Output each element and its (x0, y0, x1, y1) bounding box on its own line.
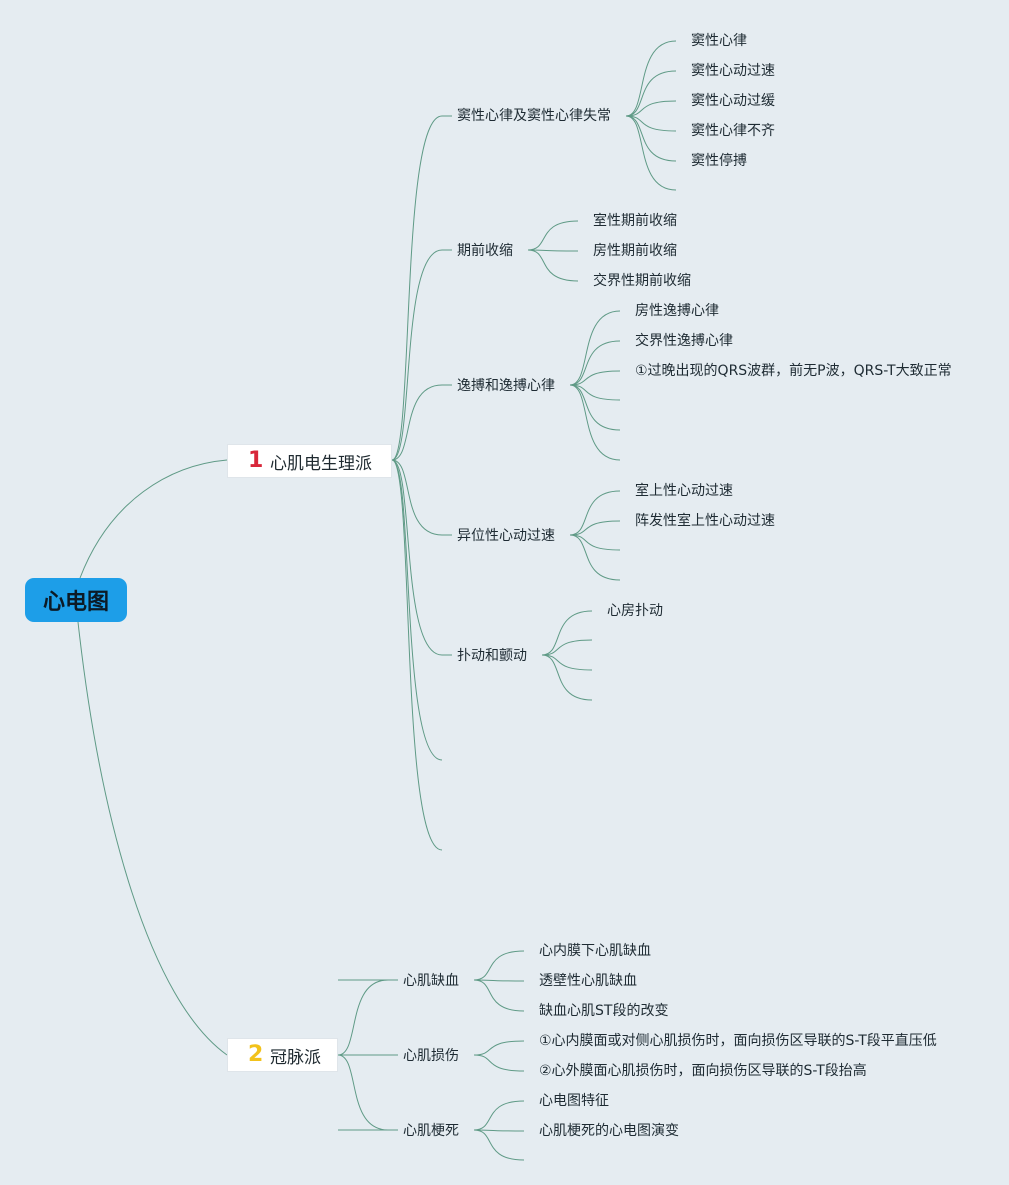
leaf-sinus-tachycardia[interactable]: 窦性心动过速 (691, 60, 775, 82)
connector-leaf (625, 70, 677, 117)
connector-leaf (541, 610, 593, 656)
connector-leaf (473, 1129, 525, 1132)
leaf-atrial-premature[interactable]: 房性期前收缩 (593, 240, 677, 262)
connector-leaf (625, 115, 677, 162)
connector-leaf (527, 220, 579, 251)
connector-branch1-sinus (391, 115, 443, 461)
connector-leaf (473, 979, 525, 982)
subtopic-escape[interactable]: 逸搏和逸搏心律 (457, 378, 555, 394)
leaf-st-elevation[interactable]: ②心外膜面心肌损伤时，面向损伤区导联的S-T段抬高 (539, 1060, 867, 1082)
leaf-svt[interactable]: 室上性心动过速 (635, 480, 733, 502)
connector-leaf (625, 115, 677, 132)
branch-node-2[interactable]: 2 冠脉派 (227, 1038, 338, 1072)
subtopic-ischemia[interactable]: 心肌缺血 (403, 973, 459, 989)
leaf-st-change[interactable]: 缺血心肌ST段的改变 (539, 1000, 669, 1022)
connector-branch1-flutter (391, 459, 443, 656)
subtopic-tachycardia[interactable]: 异位性心动过速 (457, 528, 555, 544)
connector-leaf (473, 1054, 525, 1072)
connector-leaf (569, 310, 621, 386)
branch-label-2: 冠脉派 (270, 1047, 321, 1068)
connector-leaf (625, 100, 677, 117)
connector-leaf (569, 534, 621, 581)
leaf-sinus-arrhythmia[interactable]: 窦性心律不齐 (691, 120, 775, 142)
subtopic-sinus[interactable]: 窦性心律及窦性心律失常 (457, 108, 611, 124)
subtopic-premature[interactable]: 期前收缩 (457, 243, 513, 259)
connector-leaf (473, 950, 525, 981)
leaf-junctional-premature[interactable]: 交界性期前收缩 (593, 270, 691, 292)
leaf-transmural-ischemia[interactable]: 透壁性心肌缺血 (539, 970, 637, 992)
connector-leaf (569, 384, 621, 401)
leaf-sinus-rhythm[interactable]: 窦性心律 (691, 30, 747, 52)
subtopic-injury[interactable]: 心肌损伤 (403, 1048, 459, 1064)
leaf-psvt[interactable]: 阵发性室上性心动过速 (635, 510, 775, 532)
leaf-junctional-escape[interactable]: 交界性逸搏心律 (635, 330, 733, 352)
connector-branch2 (337, 1054, 389, 1131)
connector-leaf (473, 1129, 525, 1161)
connector-root-branch2 (77, 621, 228, 1056)
connector-leaf (569, 384, 621, 461)
connector-root-branch1 (79, 459, 228, 579)
connector-branch2 (337, 979, 389, 1056)
connector-leaf (569, 520, 621, 536)
leaf-ecg-evolution[interactable]: 心肌梗死的心电图演变 (539, 1120, 679, 1142)
leaf-ventricular-premature[interactable]: 室性期前收缩 (593, 210, 677, 232)
leaf-ecg-features[interactable]: 心电图特征 (539, 1090, 609, 1112)
connector-branch1-tachycardia (391, 459, 443, 536)
subtopic-infarction[interactable]: 心肌梗死 (403, 1123, 459, 1139)
number-badge-2: 2 (248, 1042, 264, 1067)
branch-node-1[interactable]: 1 心肌电生理派 (227, 444, 392, 478)
connector-branch1-premature (391, 249, 443, 461)
connector-leaf (473, 1100, 525, 1131)
branch-label-1: 心肌电生理派 (270, 453, 372, 474)
connector-branch1-empty-b (391, 459, 443, 851)
leaf-late-qrs[interactable]: ①过晚出现的QRS波群，前无P波，QRS-T大致正常 (635, 360, 952, 382)
connector-leaf (541, 639, 593, 656)
connector-leaf (569, 370, 621, 386)
connector-branch1-empty-a (391, 459, 443, 761)
leaf-subendocardial-ischemia[interactable]: 心内膜下心肌缺血 (539, 940, 651, 962)
connector-leaf (625, 40, 677, 117)
connector-leaf (569, 384, 621, 431)
connector-leaf (569, 490, 621, 536)
leaf-atrial-escape[interactable]: 房性逸搏心律 (635, 300, 719, 322)
leaf-sinus-bradycardia[interactable]: 窦性心动过缓 (691, 90, 775, 112)
connector-leaf (473, 979, 525, 1012)
connector-leaf (541, 654, 593, 701)
connector-leaf (625, 115, 677, 191)
leaf-sinus-arrest[interactable]: 窦性停搏 (691, 150, 747, 172)
leaf-atrial-flutter[interactable]: 心房扑动 (607, 600, 663, 622)
connector-leaf (569, 534, 621, 551)
connector-leaf (473, 1040, 525, 1056)
leaf-st-depression[interactable]: ①心内膜面或对侧心肌损伤时，面向损伤区导联的S-T段平直压低 (539, 1030, 937, 1052)
connector-leaf (527, 249, 579, 282)
connector-leaf (527, 249, 579, 252)
subtopic-flutter[interactable]: 扑动和颤动 (457, 648, 527, 664)
connector-leaf (541, 654, 593, 671)
connector-branch1-escape (391, 384, 443, 461)
connector-leaf (569, 340, 621, 386)
number-badge-1: 1 (248, 448, 264, 473)
root-node[interactable]: 心电图 (25, 578, 127, 622)
